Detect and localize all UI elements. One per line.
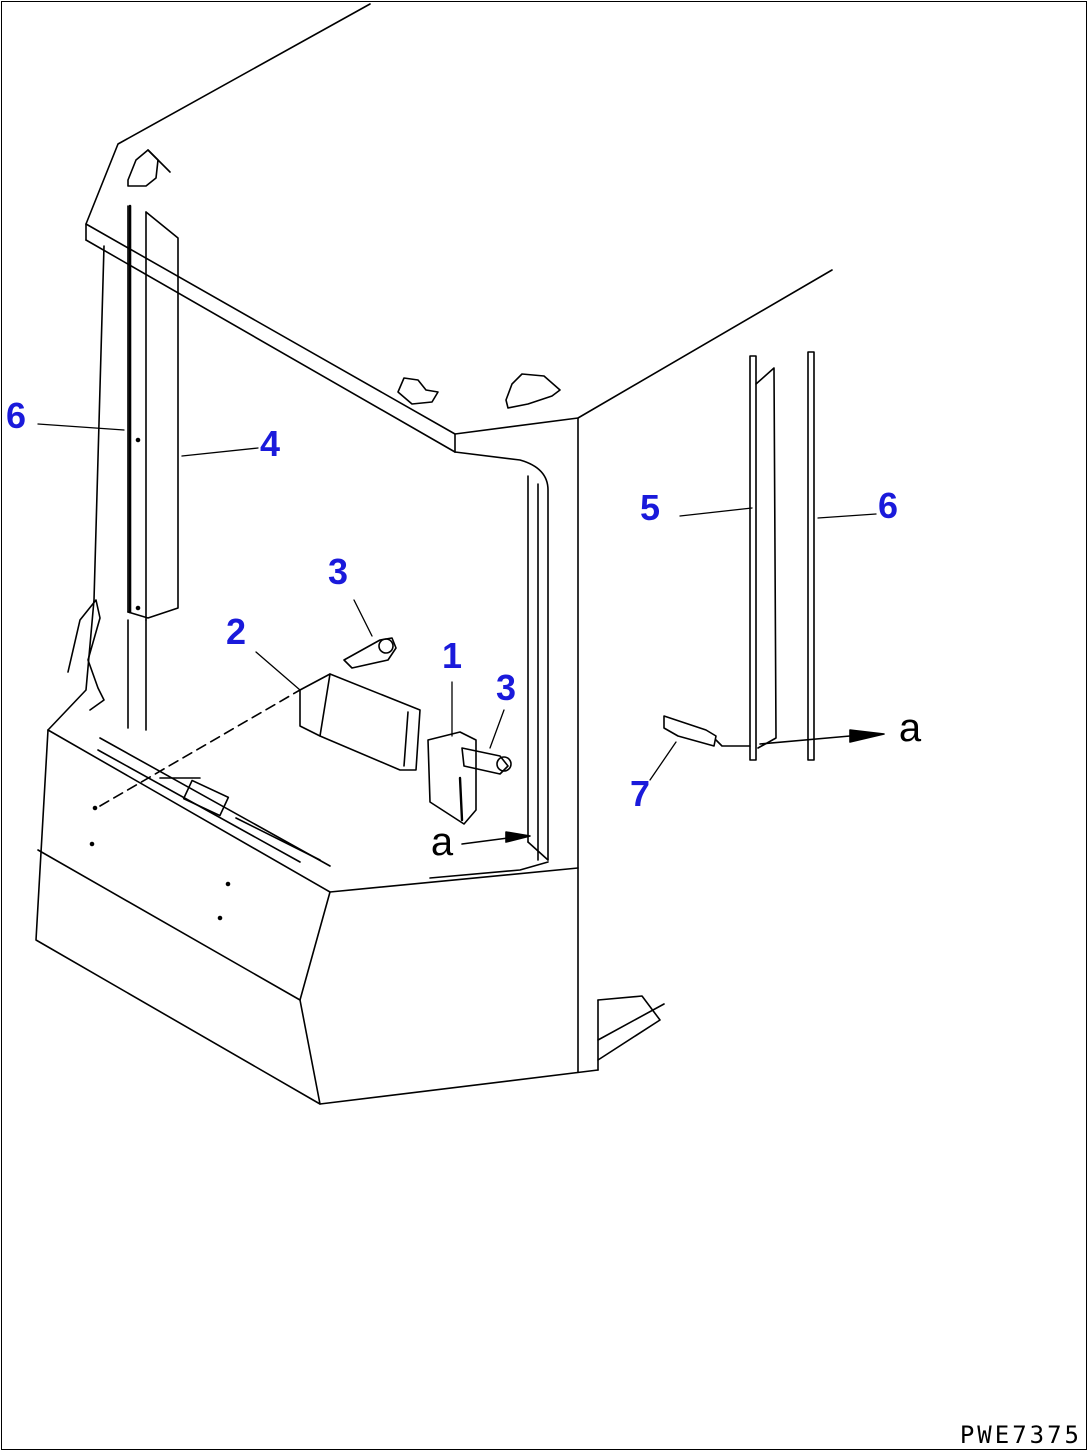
part-7-clip [663,715,751,747]
rear-pillar [47,204,179,731]
view-marker-left: a [430,820,454,864]
part-label-6-left: 6 [5,395,27,436]
leader-lines [37,423,877,781]
cab-roof [85,3,833,453]
part-6-strip-right [807,351,815,761]
part-label-2: 2 [225,611,247,652]
part-label-1: 1 [441,635,463,676]
part-3-bolt-upper [343,637,397,669]
part-1-plate [427,731,477,825]
view-marker-right: a [898,706,922,750]
part-label-3-lower: 3 [495,667,517,708]
front-pillar [429,417,579,1073]
part-label-6-right: 6 [877,485,899,526]
part-label-7: 7 [629,773,651,814]
part-2-cover [299,673,421,771]
view-a-arrows [461,729,885,845]
part-label-4: 4 [259,423,281,464]
cab-lower-body [35,599,665,1105]
part-3-bolt-lower [461,747,512,775]
part-label-3-upper: 3 [327,551,349,592]
drawing-number: PWE7375 [959,1421,1082,1449]
assembly-guide-line [99,689,301,807]
part-5-seal [749,355,777,761]
part-label-5: 5 [639,487,661,528]
